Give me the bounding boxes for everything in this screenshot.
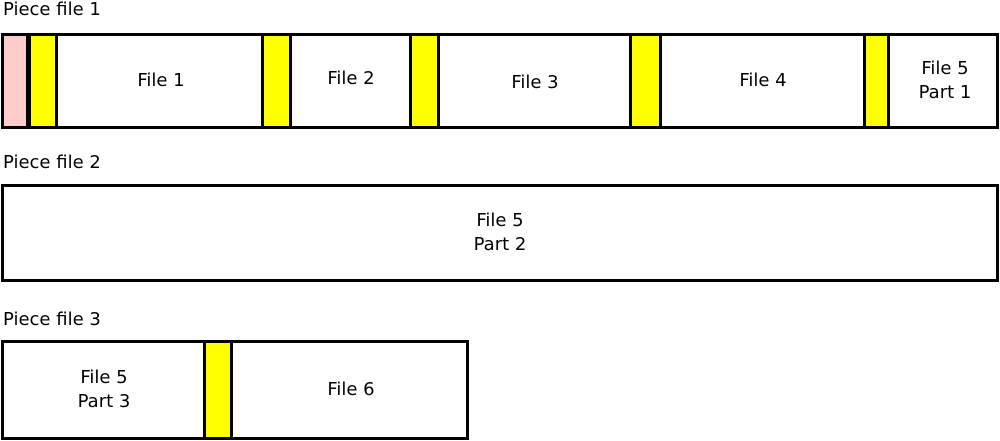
- padding-block: [4, 36, 29, 126]
- file-block: File 4: [739, 70, 787, 91]
- file-block: File 5 Part 1: [918, 58, 972, 103]
- piece-file-2-title: Piece file 2: [3, 152, 101, 173]
- gap-block: [203, 343, 233, 437]
- file-block: File 6: [327, 379, 375, 400]
- piece-file-1-title: Piece file 1: [3, 0, 101, 20]
- file-block: File 3: [511, 72, 559, 93]
- gap-block: [629, 36, 662, 126]
- file-block: File 5 Part 3: [77, 367, 131, 412]
- piece-file-1: File 1 File 2 File 3 File 4 File 5 Part …: [1, 33, 999, 129]
- gap-block: [863, 36, 890, 126]
- file-block: File 5 Part 2: [473, 210, 527, 255]
- gap-block: [261, 36, 292, 126]
- gap-block: [28, 36, 58, 126]
- gap-block: [409, 36, 440, 126]
- file-block: File 1: [137, 70, 185, 91]
- piece-file-2: File 5 Part 2: [1, 184, 999, 282]
- piece-file-3: File 5 Part 3 File 6: [1, 340, 469, 440]
- piece-file-3-title: Piece file 3: [3, 309, 101, 330]
- file-block: File 2: [327, 68, 375, 89]
